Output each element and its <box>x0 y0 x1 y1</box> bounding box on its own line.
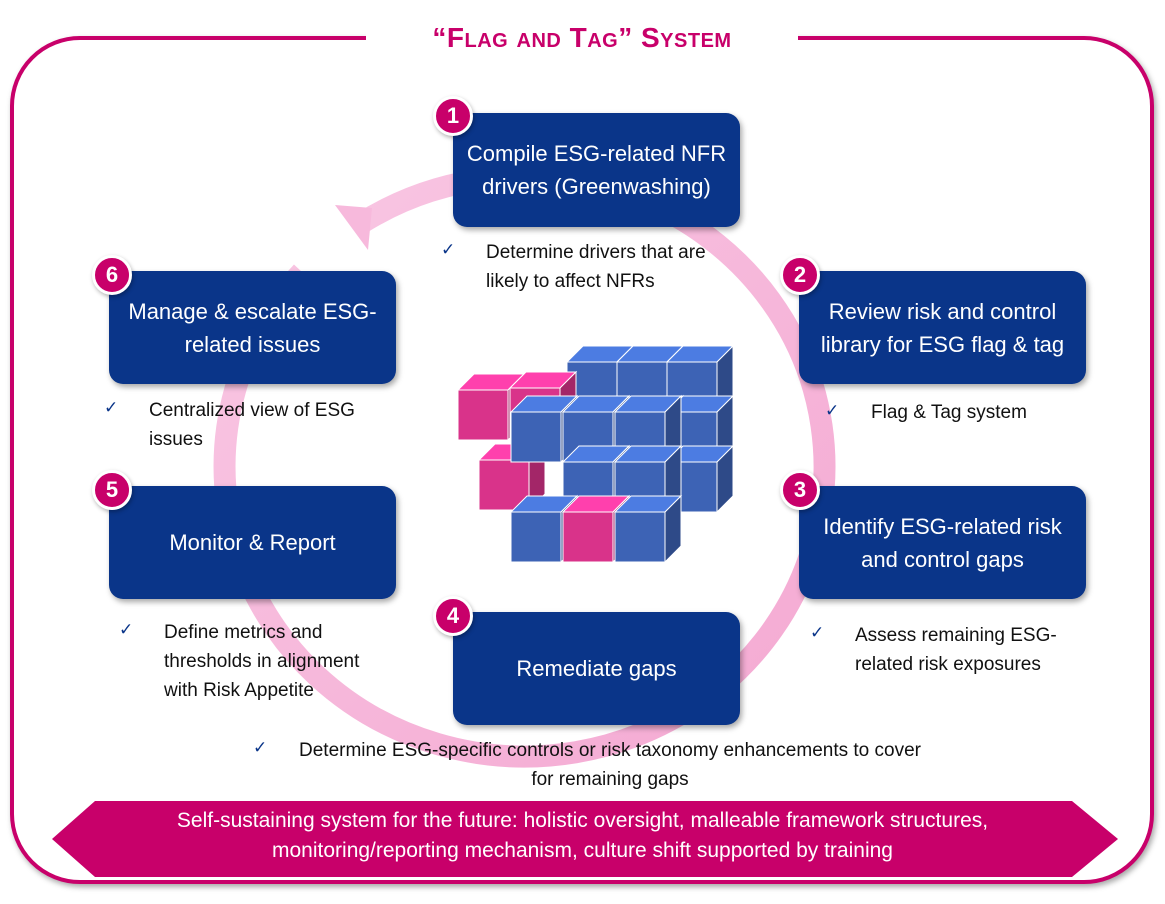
step-5-badge: 5 <box>92 470 132 510</box>
step-4-badge: 4 <box>433 596 473 636</box>
step-6-badge: 6 <box>92 255 132 295</box>
banner-shape <box>52 801 1118 877</box>
step-4-box: Remediate gaps <box>453 612 740 725</box>
step-5-label: Monitor & Report <box>169 530 336 555</box>
title-background <box>366 20 798 60</box>
step-2-badge: 2 <box>780 255 820 295</box>
step-3-badge: 3 <box>780 470 820 510</box>
cube-block <box>613 494 683 564</box>
banner-text: Self-sustaining system for the future: h… <box>176 809 989 862</box>
cycle-arrowhead <box>335 205 372 250</box>
step-5-note: Define metrics and thresholds in alignme… <box>164 622 360 701</box>
step-6-note: Centralized view of ESG issues <box>149 400 355 450</box>
step-2-box: Review risk and control library for ESG … <box>799 271 1086 384</box>
step-4-check-icon: ✓ <box>253 738 268 758</box>
step-1-badge: 1 <box>433 96 473 136</box>
step-1-note: Determine drivers that are likely to aff… <box>486 242 706 292</box>
step-4-label: Remediate gaps <box>516 656 677 681</box>
step-3-check-icon: ✓ <box>810 623 825 643</box>
step-1-label: Compile ESG-related NFR drivers (Greenwa… <box>466 141 727 199</box>
step-3-box: Identify ESG-related risk and control ga… <box>799 486 1086 599</box>
step-4-note: Determine ESG-specific controls or risk … <box>299 740 921 790</box>
step-6-box: Manage & escalate ESG-related issues <box>109 271 396 384</box>
step-1-check-icon: ✓ <box>441 240 456 260</box>
step-2-label: Review risk and control library for ESG … <box>820 298 1065 357</box>
step-2-note: Flag & Tag system <box>871 402 1027 423</box>
cube-cluster <box>456 344 735 564</box>
diagram-title: “Flag and Tag” System <box>432 22 732 53</box>
step-5-box: Monitor & Report <box>109 486 396 599</box>
step-1-box: Compile ESG-related NFR drivers (Greenwa… <box>453 113 740 227</box>
step-2-check-icon: ✓ <box>825 401 840 421</box>
step-5-check-icon: ✓ <box>119 620 134 640</box>
step-6-check-icon: ✓ <box>104 398 119 418</box>
step-6-label: Manage & escalate ESG-related issues <box>128 298 377 357</box>
step-3-label: Identify ESG-related risk and control ga… <box>823 513 1062 572</box>
step-3-note: Assess remaining ESG-related risk exposu… <box>855 625 1057 675</box>
